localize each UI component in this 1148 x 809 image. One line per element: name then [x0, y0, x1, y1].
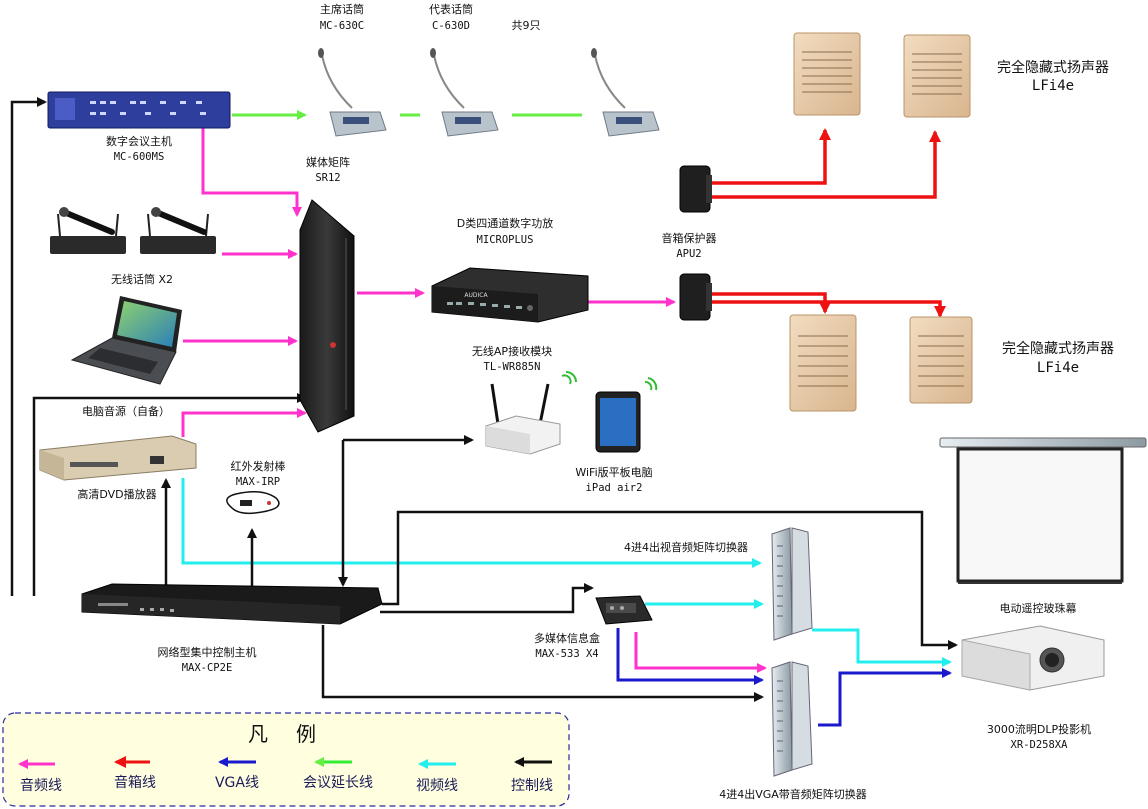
tablet-model: iPad air2: [586, 482, 643, 494]
media-matrix-device: [299, 199, 355, 433]
tablet-device: [595, 377, 658, 453]
speaker-line-bottom-2: [712, 300, 946, 318]
speakers-bottom-name: 完全隐藏式扬声器: [1002, 340, 1114, 357]
speaker-protector-bottom: [679, 273, 712, 321]
speaker-bottom-2: [909, 316, 973, 404]
control-host-name: 网络型集中控制主机: [158, 645, 257, 659]
conference-host-device: [47, 91, 231, 129]
amplifier-device: [431, 267, 589, 323]
ir-emitter-name: 红外发射棒: [231, 459, 286, 473]
projection-screen-name: 电动遥控玻珠幕: [1000, 601, 1077, 615]
vga-line-vgamatrix-projector: [818, 668, 952, 727]
speaker-line-top-1: [712, 128, 831, 185]
control-line-host-screen-projector: [382, 510, 958, 650]
speakers-top-model: LFi4e: [1032, 78, 1074, 94]
amplifier-name: D类四通道数字功放: [457, 216, 553, 230]
media-box-device: [595, 595, 653, 625]
wireless-ap-device: [485, 371, 577, 455]
legend-label-conference: 会议延长线: [303, 775, 373, 791]
audio-line-mediabox-matrix: [634, 632, 767, 673]
speakers-bottom-model: LFi4e: [1037, 360, 1079, 376]
conference-host-model: MC-600MS: [114, 151, 165, 163]
speaker-line-top-2: [712, 130, 941, 199]
control-line-host-conference: [10, 97, 47, 596]
projection-screen-device: [939, 437, 1147, 584]
projector-name: 3000流明DLP投影机: [987, 722, 1091, 736]
delegate-mic-name: 代表话筒: [429, 2, 473, 16]
ir-emitter-device: [226, 491, 280, 515]
control-line-host-matrix: [32, 393, 307, 596]
chairman-mic-name: 主席话筒: [320, 2, 364, 16]
legend-label-audio: 音频线: [20, 777, 62, 794]
tablet-name: WiFi版平板电脑: [575, 465, 652, 479]
vga-matrix-name: 4进4出VGA带音频矩阵切换器: [719, 787, 867, 801]
wireless-mic-device: [50, 207, 216, 254]
audio-line-host-matrix: [201, 128, 302, 217]
vga-line-mediabox-vgamatrix: [616, 628, 764, 685]
delegate-mic-model: C-630D: [432, 20, 470, 32]
delegate-mic-device-2: [591, 48, 660, 137]
speaker-protector-name: 音箱保护器: [662, 231, 717, 245]
wireless-ap-model: TL-WR885N: [484, 361, 541, 373]
speaker-bottom-1: [789, 314, 857, 412]
speaker-protector-model: APU2: [676, 248, 701, 260]
speaker-top-1: [793, 32, 861, 116]
wireless-ap-name: 无线AP接收模块: [472, 344, 552, 358]
speakers-top-name: 完全隐藏式扬声器: [997, 59, 1109, 76]
control-line-host-vgamatrix: [321, 625, 764, 702]
speaker-line-bottom-1: [712, 292, 831, 314]
media-matrix-model: SR12: [315, 172, 340, 184]
dvd-device: [39, 435, 197, 481]
pc-audio-name: 电脑音源（自备）: [82, 404, 170, 418]
control-host-model: MAX-CP2E: [182, 662, 233, 674]
media-box-name: 多媒体信息盒: [534, 631, 600, 645]
connection-lines: [10, 97, 958, 727]
control-line-host-mediabox: [380, 583, 594, 614]
projector-device: [961, 625, 1105, 691]
amplifier-model: MICROPLUS: [477, 234, 534, 246]
chairman-mic-model: MC-630C: [320, 20, 364, 32]
audio-line-dvd-matrix: [181, 408, 307, 437]
legend-label-control: 控制线: [511, 778, 553, 794]
delegate-mic-device: [430, 48, 499, 137]
av-matrix-device: [771, 527, 813, 641]
mic-count-label: 共9只: [512, 19, 541, 32]
projector-model: XR-D258XA: [1011, 739, 1069, 751]
wireless-mic-name: 无线话筒 X2: [111, 272, 173, 286]
conference-host-name: 数字会议主机: [106, 134, 172, 148]
vga-matrix-device: [771, 661, 813, 777]
media-box-model: MAX-533 X4: [535, 648, 598, 660]
media-matrix-name: 媒体矩阵: [306, 155, 350, 169]
legend: 凡 例 音频线 音箱线 VGA线 会议延长线 视频线 控制线: [2, 712, 570, 807]
speaker-protector-top: [679, 165, 712, 213]
legend-label-vga: VGA线: [215, 775, 259, 791]
dvd-name: 高清DVD播放器: [77, 487, 156, 501]
amplifier-brand: AUDICA: [464, 292, 488, 299]
legend-label-speaker: 音箱线: [114, 774, 156, 791]
laptop-device: [70, 296, 182, 385]
video-line-avmatrix-projector: [812, 628, 952, 667]
video-line-dvd-avmatrix: [181, 478, 762, 568]
legend-title: 凡 例: [248, 722, 320, 746]
speaker-top-2: [903, 34, 971, 118]
ir-emitter-model: MAX-IRP: [236, 476, 280, 488]
chairman-mic-device: [318, 48, 387, 137]
control-host-device: [81, 583, 383, 625]
av-matrix-name: 4进4出视音频矩阵切换器: [624, 540, 748, 554]
legend-label-video: 视频线: [416, 778, 458, 794]
